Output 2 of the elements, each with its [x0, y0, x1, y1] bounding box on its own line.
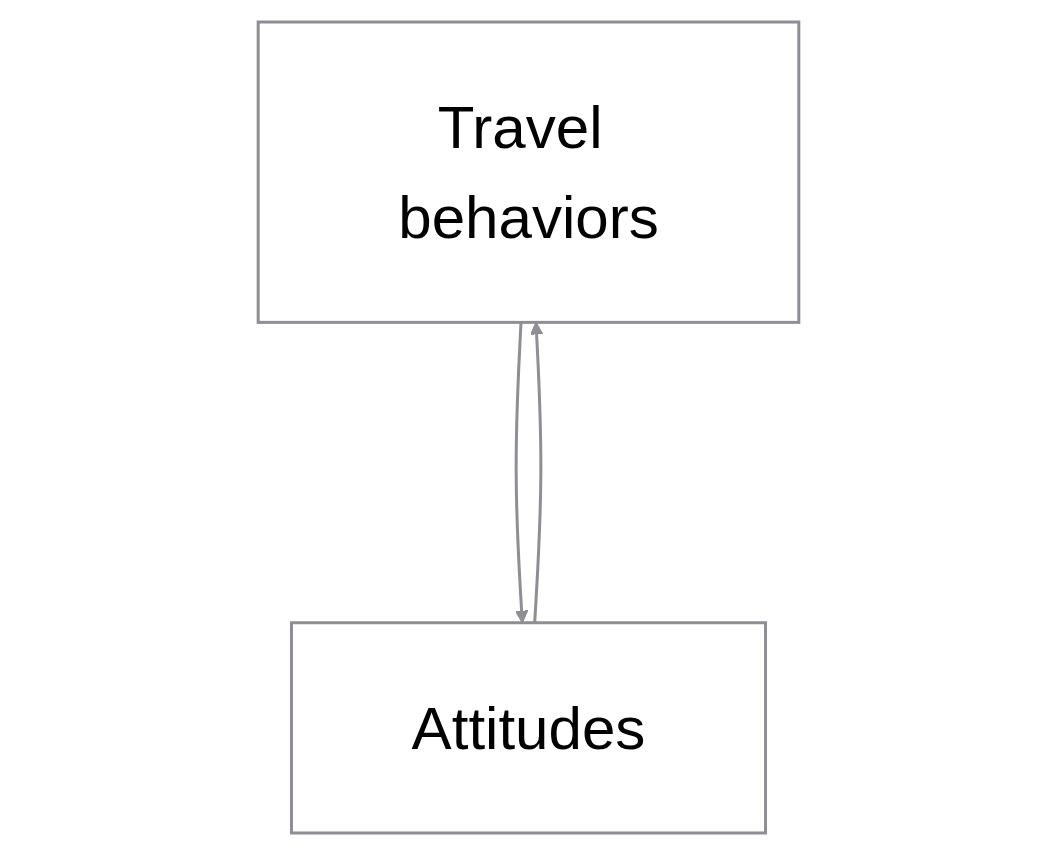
node-box: Attitudes	[289, 621, 768, 835]
node-box: Travel behaviors	[256, 20, 801, 324]
